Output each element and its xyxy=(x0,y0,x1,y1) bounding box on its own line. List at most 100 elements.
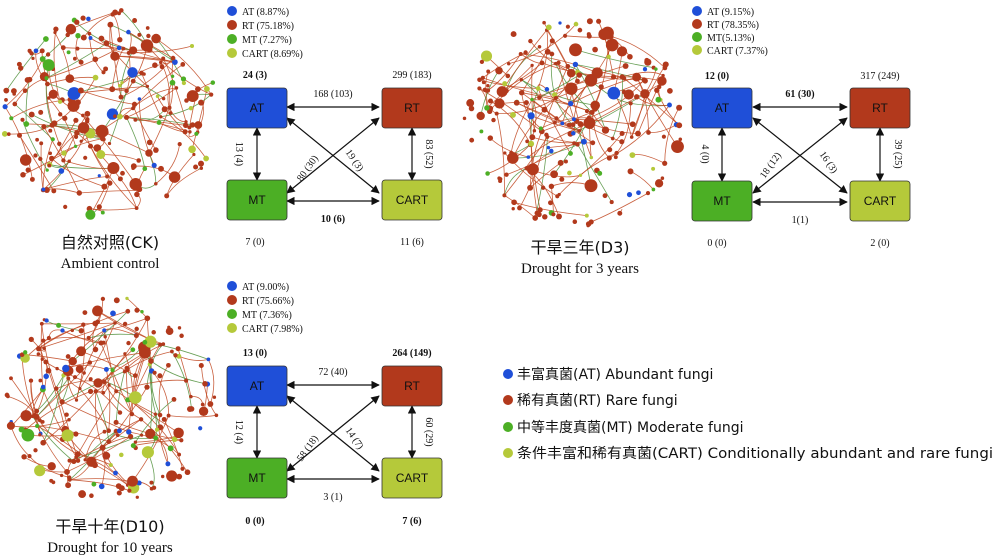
network-node-rt xyxy=(511,199,517,206)
network-edge xyxy=(508,23,577,65)
network-node-cart xyxy=(188,106,194,111)
network-node-rt xyxy=(541,106,548,113)
network-node-rt xyxy=(590,100,601,111)
network-node-cart xyxy=(1,131,8,137)
network-node-rt xyxy=(101,70,106,75)
network-edge xyxy=(86,120,137,185)
network-node-cart xyxy=(510,111,516,118)
network-node-rt xyxy=(569,43,582,57)
network-node-rt xyxy=(11,88,17,94)
network-node-cart xyxy=(606,54,611,59)
network-edge xyxy=(43,126,80,194)
network-node-rt xyxy=(76,190,82,196)
network-node-mt xyxy=(484,105,490,111)
network-node-rt xyxy=(161,96,166,101)
network-edge xyxy=(43,161,70,190)
network-node-at xyxy=(151,162,157,168)
module-diagram-d10: 13 (0) 264 (149) 0 (0) 7 (6) 72 (40) 12 … xyxy=(226,348,443,527)
network-node-rt xyxy=(214,413,219,418)
network-node-rt xyxy=(101,340,106,345)
legend-text: RT (75.66%) xyxy=(242,296,294,307)
network-node-rt xyxy=(113,297,120,304)
network-node-rt xyxy=(500,87,506,93)
network-node-rt xyxy=(138,417,144,422)
network-node-rt xyxy=(64,412,69,417)
network-node-rt xyxy=(122,321,128,327)
network-node-rt xyxy=(92,305,103,317)
network-node-cart xyxy=(204,86,210,92)
self-link-cart: 7 (6) xyxy=(402,516,421,527)
network-edge xyxy=(561,73,579,124)
mini-legend-ck: AT (8.87%) RT (75.18%) MT (7.27%) CART (… xyxy=(227,6,303,60)
self-link-rt: 264 (149) xyxy=(392,348,431,359)
network-node-rt xyxy=(86,335,91,340)
network-edge xyxy=(612,76,623,139)
network-edge xyxy=(103,318,148,382)
network-edge xyxy=(537,30,549,89)
network-node-cart xyxy=(545,24,552,31)
network-node-cart xyxy=(535,86,541,91)
network-edge xyxy=(613,51,623,94)
network-node-rt xyxy=(198,160,204,167)
network-node-mt xyxy=(156,120,162,125)
network-node-rt xyxy=(64,468,70,475)
network-node-rt xyxy=(513,99,520,106)
network-node-rt xyxy=(45,367,52,374)
network-edge xyxy=(116,379,187,392)
network-node-rt xyxy=(132,373,138,378)
network-node-rt xyxy=(554,116,559,121)
network-node-rt xyxy=(134,191,140,198)
network-node-rt xyxy=(135,495,139,499)
network-node-rt xyxy=(87,31,92,36)
network-node-rt xyxy=(622,63,629,69)
network-node-rt xyxy=(487,98,494,104)
network-node-rt xyxy=(170,55,176,61)
network-edge xyxy=(166,167,202,197)
network-node-mt xyxy=(100,210,105,215)
network-node-rt xyxy=(19,352,25,358)
network-node-rt xyxy=(36,352,41,356)
network-node-rt xyxy=(48,151,53,156)
network-node-rt xyxy=(627,168,634,175)
node-label-mt: MT xyxy=(248,193,266,207)
network-edge xyxy=(591,112,610,159)
network-node-rt xyxy=(58,112,63,117)
network-node-rt xyxy=(105,174,110,179)
network-node-rt xyxy=(107,383,111,387)
edge-label-at-mt: 4 (0) xyxy=(699,144,710,163)
network-node-rt xyxy=(126,50,131,55)
network-node-rt xyxy=(158,60,163,65)
network-node-rt xyxy=(63,204,68,209)
network-node-rt xyxy=(145,26,150,30)
network-node-cart xyxy=(189,43,195,49)
network-edge xyxy=(40,323,44,390)
network-node-rt xyxy=(91,458,95,463)
network-edge xyxy=(110,24,176,63)
network-node-rt xyxy=(153,147,159,153)
network-node-rt xyxy=(142,72,146,76)
network-edge xyxy=(111,48,124,90)
network-node-at xyxy=(667,102,672,108)
network-edge xyxy=(100,342,133,415)
edge-label-mt-cart: 1(1) xyxy=(792,215,809,226)
network-node-rt xyxy=(91,462,98,469)
network-edge xyxy=(104,317,148,331)
network-node-rt xyxy=(153,412,158,416)
panel-title-en: Ambient control xyxy=(61,256,160,272)
network-node-rt xyxy=(45,52,51,57)
network-node-rt xyxy=(173,353,178,358)
network-edge xyxy=(89,207,137,211)
edge-label-rt-mt: 58 (18) xyxy=(295,433,321,463)
network-node-rt xyxy=(41,124,47,130)
legend-text: AT (9.15%) xyxy=(707,7,754,18)
network-edge xyxy=(610,36,666,69)
edge-label-at-cart: 14 (7) xyxy=(343,426,366,452)
network-node-rt xyxy=(124,88,129,94)
network-node-rt xyxy=(548,200,553,206)
node-label-mt: MT xyxy=(713,194,731,208)
self-link-rt: 317 (249) xyxy=(860,71,899,82)
network-node-rt xyxy=(526,163,539,176)
network-node-at xyxy=(560,121,565,126)
network-node-rt xyxy=(33,413,40,420)
network-node-rt xyxy=(186,90,199,103)
